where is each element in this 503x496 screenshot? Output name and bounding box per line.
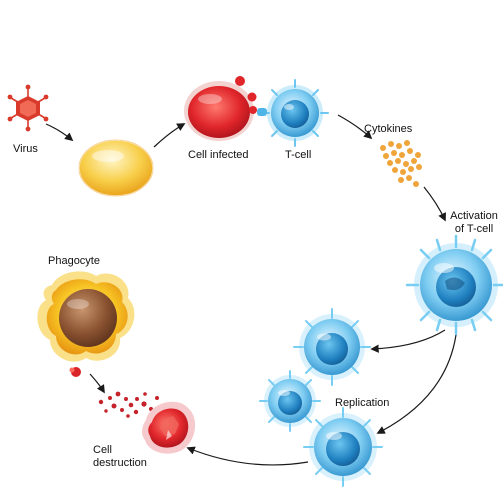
arrow-phagocyte-to-debris (89, 373, 105, 394)
virus-icon (7, 84, 49, 132)
replicated-t-cell-icon (259, 308, 383, 487)
arrow-cell-to-infected (153, 123, 186, 148)
replication-label: Replication (335, 397, 390, 409)
arrow-activation-to-bottom-clone (376, 334, 457, 434)
cell-destruction-label-line1: Cell (93, 444, 112, 456)
activated-t-cell-icon (405, 234, 503, 336)
arrow-cytokines-to-activation (423, 186, 446, 222)
healthy-cell-icon (78, 139, 154, 197)
t-cell-icon (257, 79, 329, 147)
cell-infected-label: Cell infected (188, 149, 249, 161)
activation-label: Activation of T-cell (446, 210, 502, 236)
destroyed-cell-icon (98, 391, 196, 454)
cell-destruction-label: Cell destruction (93, 444, 163, 470)
cycle-arrows (45, 114, 457, 466)
infected-cell-icon (184, 76, 257, 141)
phagocyte-label: Phagocyte (48, 255, 100, 267)
arrow-activation-to-top-clone (370, 329, 446, 353)
arrow-virus-to-cell (45, 123, 74, 142)
arrow-tcell-to-cytokines (337, 114, 373, 140)
phagocyte-icon (37, 271, 135, 377)
cytokines-label: Cytokines (364, 123, 413, 135)
activation-label-line2: of T-cell (454, 223, 494, 235)
virus-label: Virus (13, 143, 38, 155)
cytokines-icon (380, 140, 422, 187)
activation-label-line1: Activation (450, 210, 498, 222)
t-cell-label: T-cell (285, 149, 312, 161)
arrow-clone-to-destruction (186, 446, 309, 466)
cell-destruction-label-line2: destruction (93, 457, 147, 469)
